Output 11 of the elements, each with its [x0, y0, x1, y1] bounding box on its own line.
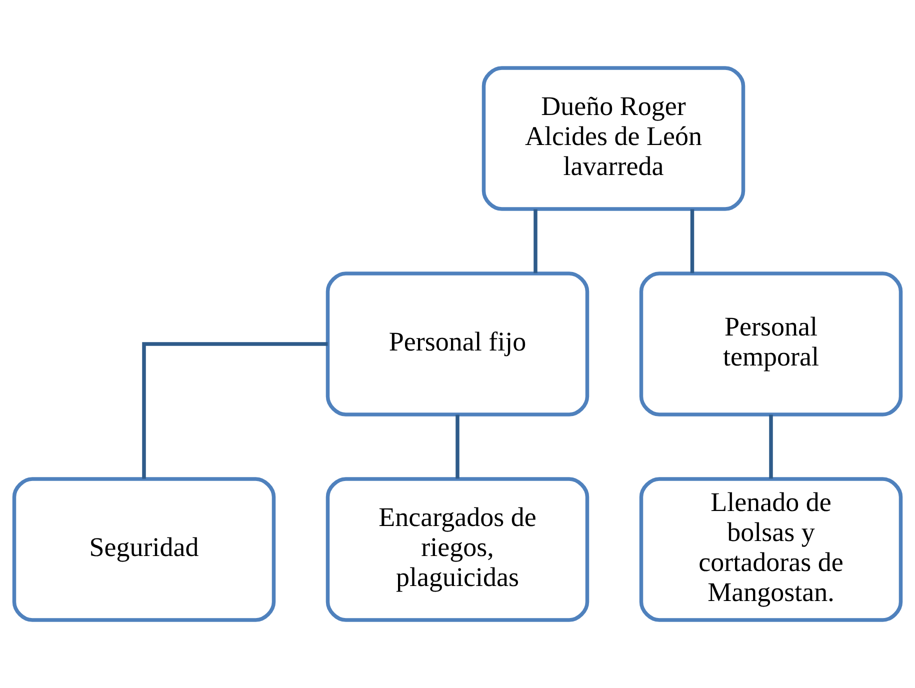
node-box: Personal fijo — [326, 272, 590, 416]
node-box: Dueño Roger Alcides de León lavarreda — [482, 66, 746, 211]
connector — [142, 342, 328, 479]
node-box: Encargados de riegos, plaguicidas — [326, 477, 590, 622]
connector — [456, 414, 460, 479]
node-box: Seguridad — [12, 477, 276, 622]
connector — [534, 209, 538, 274]
connector — [690, 209, 694, 274]
node-box: Llenado de bolsas y cortadoras de Mangostan. — [639, 477, 903, 622]
connector — [769, 414, 773, 479]
node-box: Personal temporal — [639, 272, 903, 416]
